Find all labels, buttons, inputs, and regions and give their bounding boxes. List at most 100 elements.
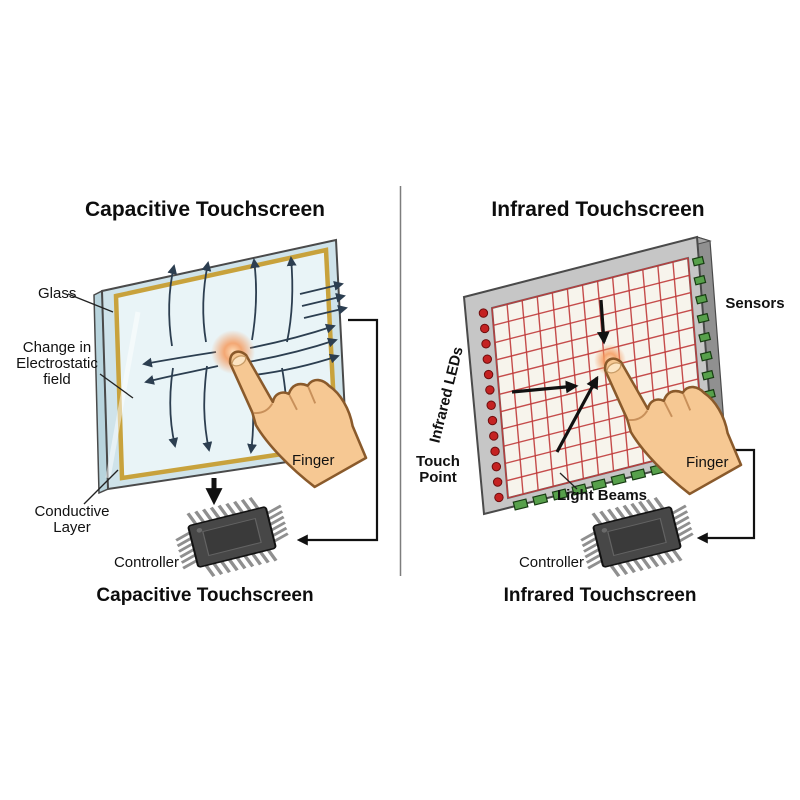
infrared-led xyxy=(492,477,503,487)
chip-pin xyxy=(609,564,621,577)
controller-label: Controller xyxy=(114,554,179,571)
chip-pin xyxy=(273,532,289,543)
ir-beam-horizontal xyxy=(500,360,697,413)
chip-pin xyxy=(663,551,675,564)
controller-label: Controller xyxy=(519,554,584,571)
field-line-up xyxy=(286,256,297,343)
chip-notch xyxy=(196,528,203,533)
ir-sensor xyxy=(532,493,549,506)
ir-sensor xyxy=(693,274,707,286)
chip-pin xyxy=(622,504,634,518)
sensors-label: Sensors xyxy=(725,295,784,312)
infrared-led xyxy=(480,323,490,334)
chip-pin xyxy=(587,559,603,570)
ir-beam-vertical xyxy=(596,281,615,472)
field-line-exit xyxy=(303,305,348,319)
infrared-led xyxy=(489,431,499,441)
ir-beam-vertical xyxy=(506,304,524,495)
chip-pin xyxy=(233,500,244,514)
chip-pin xyxy=(217,504,229,518)
infrared-section: Infrared Touchscreen Infrared xyxy=(416,198,785,606)
infrared-led xyxy=(481,339,491,349)
circuit-line xyxy=(296,318,379,546)
field-line-up xyxy=(167,264,178,347)
infrared-led xyxy=(494,492,504,503)
chip-pin xyxy=(243,554,255,568)
conductive-pointer-line xyxy=(83,469,119,505)
field-line-left xyxy=(144,365,219,385)
chip-pin xyxy=(614,506,626,520)
chip-pin xyxy=(674,515,690,526)
chip-pin xyxy=(176,537,192,548)
chip-die xyxy=(202,517,262,557)
finger-label: Finger xyxy=(292,452,335,469)
light-beams-label: Light Beams xyxy=(557,487,647,504)
chip-pin xyxy=(617,562,629,576)
chip-pin xyxy=(267,510,284,521)
glass-pointer-line xyxy=(67,293,114,313)
infrared-led xyxy=(490,446,500,457)
chip-pin xyxy=(179,548,195,559)
ir-beam-vertical xyxy=(491,307,509,499)
ir-beam-horizontal xyxy=(494,291,692,344)
ir-beam-horizontal xyxy=(493,274,690,326)
field-line-right xyxy=(249,323,336,349)
chip-pin xyxy=(240,498,252,512)
field-line-right xyxy=(247,337,338,363)
chip-pin xyxy=(272,526,288,537)
chip-pin xyxy=(269,515,285,526)
field-pointer-line xyxy=(99,373,134,399)
chip-pin xyxy=(671,504,687,515)
infrared-led-column xyxy=(478,308,504,503)
chip-pin xyxy=(209,506,221,520)
conductive-label-line2: Layer xyxy=(53,519,91,536)
chip-pin xyxy=(645,498,657,512)
field-line-exit xyxy=(301,293,346,307)
infrared-led xyxy=(486,400,496,410)
controller-chip xyxy=(580,497,694,577)
chip-pin xyxy=(235,556,247,570)
chip-pin xyxy=(251,552,262,566)
ir-sensor xyxy=(696,312,710,324)
ir-beam-horizontal xyxy=(496,309,693,361)
chip-pin xyxy=(225,502,237,516)
chip-pin xyxy=(585,553,602,564)
infrared-led xyxy=(483,369,494,380)
chip-pin xyxy=(671,549,683,562)
conductive-label-line1: Conductive xyxy=(34,503,109,520)
infrared-led xyxy=(478,308,489,318)
ir-sensor xyxy=(691,255,705,267)
chip-pin xyxy=(182,559,198,570)
touch-point-label-line2: Point xyxy=(419,469,457,486)
chip-pin xyxy=(656,552,667,566)
capacitive-title-bottom: Capacitive Touchscreen xyxy=(96,585,313,606)
chip-die xyxy=(607,517,667,557)
ir-beam-vertical xyxy=(521,300,539,491)
field-line-up xyxy=(250,258,260,341)
chip-pin xyxy=(672,510,689,521)
chip-pin xyxy=(248,497,260,510)
chip-pin xyxy=(266,504,282,515)
light-beams-pointer-line xyxy=(559,472,578,490)
chip-pin xyxy=(625,560,636,574)
infrared-leds-label: Infrared LEDs xyxy=(426,345,466,445)
capacitive-title-top: Capacitive Touchscreen xyxy=(85,198,325,221)
ir-sensor xyxy=(512,498,529,511)
ir-sensor xyxy=(701,369,715,381)
chip-pin xyxy=(212,562,224,576)
chip-pin xyxy=(270,521,286,532)
finger-label: Finger xyxy=(686,454,729,471)
infrared-title-top: Infrared Touchscreen xyxy=(491,198,704,221)
arrow-down xyxy=(596,299,610,345)
chip-pin xyxy=(607,508,618,522)
chip-pin xyxy=(638,500,649,514)
chip-pin xyxy=(202,508,213,522)
ir-sensor xyxy=(630,468,647,481)
chip-pin xyxy=(204,564,216,577)
arrow-right xyxy=(511,380,579,394)
chip-pin xyxy=(648,554,660,568)
chip-pin xyxy=(630,502,642,516)
chip-notch xyxy=(601,528,608,533)
